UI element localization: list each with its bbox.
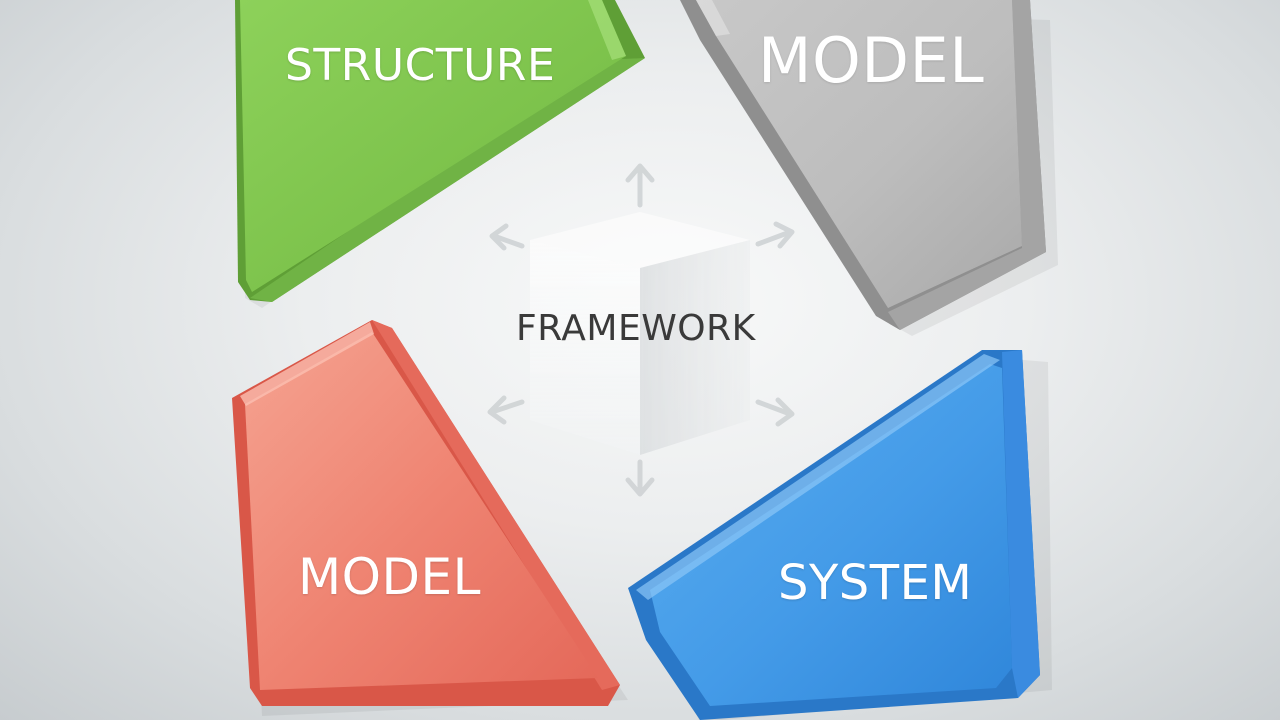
segment-model-bottom-side (372, 320, 620, 690)
segment-structure-face (240, 0, 626, 292)
segment-structure-side (250, 58, 645, 302)
arrow-upper-left-icon (489, 223, 525, 251)
segment-model-bottom (232, 320, 628, 716)
segment-model-top-highlight (696, 0, 730, 36)
segment-model-top-label: MODEL (758, 24, 985, 97)
arrow-down-icon (625, 459, 655, 497)
center-label: FRAMEWORK (516, 308, 756, 349)
arrow-up-icon (625, 163, 655, 208)
arrow-lower-right-icon (755, 397, 795, 427)
arrow-lower-left-icon (487, 395, 525, 425)
segment-model-top-side (888, 0, 1046, 330)
segment-model-bottom-highlight (240, 322, 374, 406)
segment-model-bottom-face (245, 332, 598, 690)
segment-system-label: SYSTEM (778, 555, 973, 611)
cube-side-face (640, 240, 750, 455)
segment-system-face (650, 364, 1012, 706)
segment-model-top (680, 0, 1058, 336)
segment-system (628, 350, 1052, 720)
arrow-upper-right-icon (755, 221, 795, 249)
segment-system-side (1002, 350, 1040, 698)
segment-system-highlight (636, 354, 1000, 600)
segment-model-bottom-label: MODEL (298, 548, 481, 606)
segment-model-top-face (696, 0, 1022, 308)
cube-with-arrows-icon (487, 163, 795, 497)
cube-front-face (530, 240, 640, 455)
segment-structure-highlight (588, 0, 626, 60)
segment-structure-label: STRUCTURE (285, 40, 556, 91)
segment-structure (235, 0, 645, 308)
